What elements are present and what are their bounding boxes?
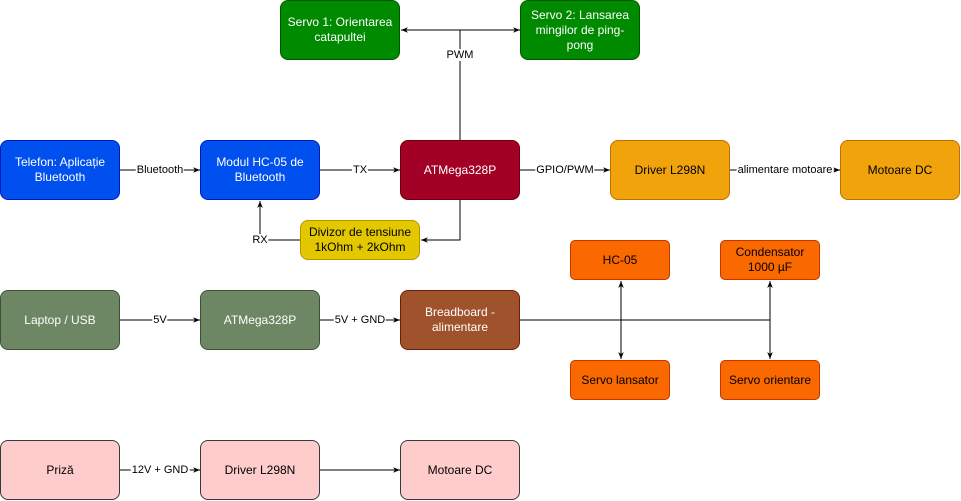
node-hc05-module[interactable]: Modul HC-05 de Bluetooth	[200, 140, 320, 200]
edge-label-pwm: PWM	[445, 49, 475, 61]
node-servo-orient[interactable]: Servo orientare	[720, 360, 820, 400]
node-atmega-main[interactable]: ATMega328P	[400, 140, 520, 200]
edge-label-12v-gnd: 12V + GND	[130, 464, 190, 476]
edge-label-tx: TX	[351, 164, 369, 176]
node-servo-launcher[interactable]: Servo lansator	[570, 360, 670, 400]
node-laptop-usb[interactable]: Laptop / USB	[0, 290, 120, 350]
node-capacitor[interactable]: Condensator 1000 µF	[720, 240, 820, 280]
node-hc05[interactable]: HC-05	[570, 240, 670, 280]
edge-label-bluetooth: Bluetooth	[135, 164, 185, 176]
edge-label-5v-gnd: 5V + GND	[333, 314, 387, 326]
edge-label-motor-power: alimentare motoare	[736, 164, 834, 176]
edge-atmega-divider	[421, 200, 461, 243]
node-outlet[interactable]: Priză	[0, 440, 120, 500]
node-servo-launch[interactable]: Servo 2: Lansarea mingilor de ping-pong	[520, 0, 640, 60]
node-motors-power[interactable]: Motoare DC	[400, 440, 520, 500]
edge-label-rx: RX	[251, 234, 269, 246]
edge-label-5v: 5V	[152, 314, 168, 326]
node-driver-power[interactable]: Driver L298N	[200, 440, 320, 500]
node-voltage-divider[interactable]: Divizor de tensiune 1kOhm + 2kOhm	[300, 220, 420, 260]
node-servo-orientation[interactable]: Servo 1: Orientarea catapultei	[280, 0, 400, 60]
node-breadboard[interactable]: Breadboard - alimentare	[400, 290, 520, 350]
node-atmega-power[interactable]: ATMega328P	[200, 290, 320, 350]
node-driver-main[interactable]: Driver L298N	[610, 140, 730, 200]
node-motors-main[interactable]: Motoare DC	[840, 140, 960, 200]
edge-label-gpio-pwm: GPIO/PWM	[535, 164, 595, 176]
node-phone-app[interactable]: Telefon: Aplicație Bluetooth	[0, 140, 120, 200]
